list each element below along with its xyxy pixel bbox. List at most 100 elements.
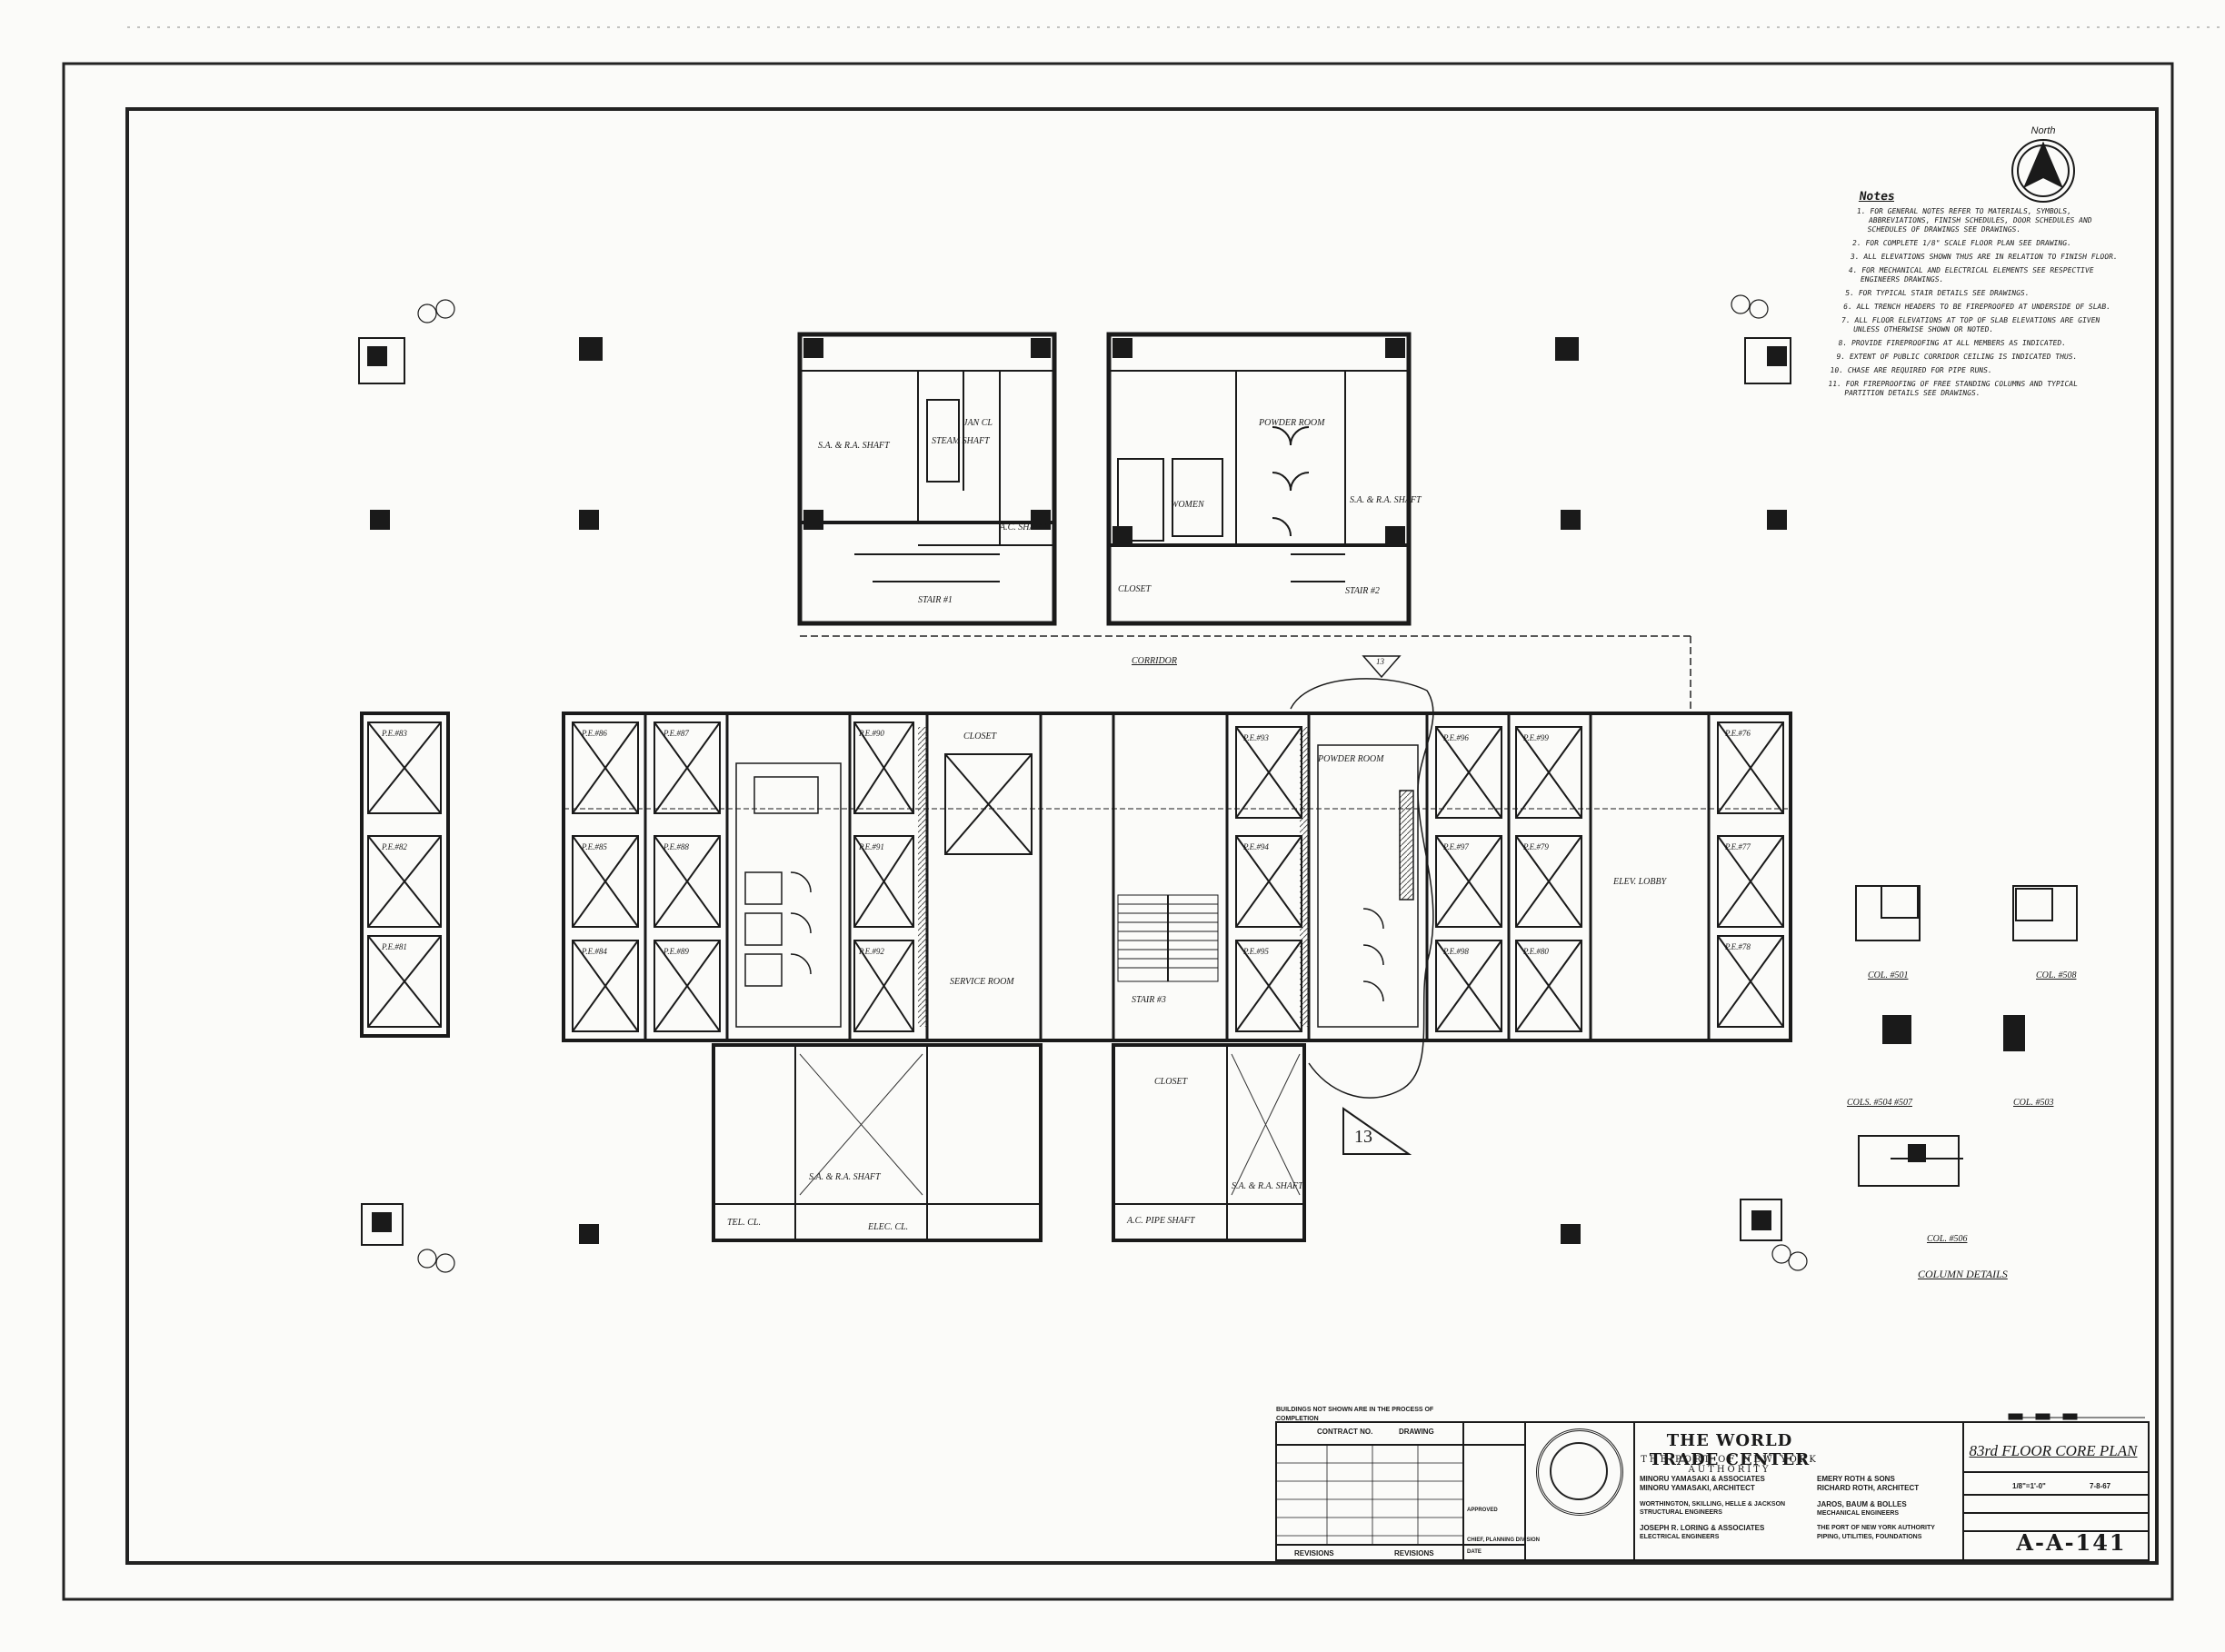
elevator-label: P.E.#81	[382, 942, 407, 951]
label-stair-1: STAIR #1	[918, 595, 953, 605]
main-core-outline	[562, 712, 1792, 1042]
note-item: ALL TRENCH HEADERS TO BE FIREPROOFED AT …	[1856, 303, 2117, 312]
note-item: CHASE ARE REQUIRED FOR PIPE RUNS.	[1847, 366, 2108, 375]
north-indicator: North	[2010, 125, 2076, 207]
elevator-label: P.E.#92	[859, 947, 884, 956]
label-column-details: COLUMN DETAILS	[1918, 1268, 2008, 1280]
general-notes: Notes FOR GENERAL NOTES REFER TO MATERIA…	[1831, 190, 2132, 403]
elevator-label: P.E.#82	[382, 842, 407, 851]
architect-seal	[1536, 1428, 1623, 1516]
elevator-boxes	[367, 722, 1784, 1032]
mechanical-engineer: JAROS, BAUM & BOLLES	[1817, 1500, 1907, 1508]
south-core-shafts-x	[799, 1053, 1301, 1196]
elevator-label: P.E.#88	[664, 842, 689, 851]
inner-border	[125, 107, 2159, 1565]
label-col-508: COL. #508	[2036, 970, 2077, 980]
note-item: FOR TYPICAL STAIR DETAILS SEE DRAWINGS.	[1858, 289, 2119, 298]
label-women: WOMEN	[1171, 500, 1204, 510]
elevator-label: P.E.#86	[582, 729, 607, 738]
elevator-label: P.E.#80	[1523, 947, 1549, 956]
column-details	[1855, 885, 2078, 1187]
label-powder-room-central: POWDER ROOM	[1318, 754, 1384, 764]
elevator-label: P.E.#89	[664, 947, 689, 956]
label-sa-ra-shaft-sw: S.A. & R.A. SHAFT	[809, 1172, 881, 1182]
label-elec-closet: ELEC. CL.	[868, 1222, 909, 1232]
note-item: FOR GENERAL NOTES REFER TO MATERIALS, SY…	[1867, 207, 2130, 234]
approved-label: APPROVED	[1467, 1508, 1498, 1513]
elevator-label: P.E.#97	[1443, 842, 1469, 851]
label-steam-shaft: STEAM SHAFT	[932, 436, 990, 446]
label-service-room: SERVICE ROOM	[950, 977, 1014, 987]
label-closet-south: CLOSET	[1154, 1077, 1188, 1087]
label-sa-ra-shaft-sc: S.A. & R.A. SHAFT	[1232, 1181, 1303, 1191]
date-label: DATE	[1467, 1549, 1482, 1555]
scale-value: 1/8"=1'-0"	[2012, 1482, 2046, 1490]
project-title: THE WORLD TRADE CENTER	[1649, 1431, 1811, 1469]
note-item: FOR MECHANICAL AND ELECTRICAL ELEMENTS S…	[1860, 266, 2122, 284]
elevator-label: P.E.#91	[859, 842, 884, 851]
west-toilet-stalls	[735, 762, 842, 1028]
elevator-label: P.E.#93	[1243, 733, 1269, 742]
electrical-engineer: JOSEPH R. LORING & ASSOCIATES	[1640, 1524, 1765, 1532]
central-toilet-stalls	[1317, 744, 1419, 1028]
label-ac-shaft: A.C. SHAFT	[1000, 522, 1046, 532]
title-block: BUILDINGS NOT SHOWN ARE IN THE PROCESS O…	[1276, 1407, 2149, 1560]
architect-2b: RICHARD ROTH, ARCHITECT	[1817, 1484, 1920, 1492]
label-tel-closet: TEL. CL.	[727, 1218, 761, 1228]
section-tag-bottom	[1342, 1107, 1412, 1155]
elevator-label: P.E.#77	[1725, 842, 1751, 851]
column-grid-bubbles	[417, 294, 1808, 1273]
label-col-503: COL. #503	[2013, 1098, 2054, 1108]
architect-seal-inner	[1550, 1442, 1608, 1500]
title-block-frame	[1275, 1421, 2150, 1561]
outer-border	[62, 62, 2174, 1601]
perimeter-columns	[358, 337, 1791, 1246]
left-elevator-bank-outline	[360, 712, 450, 1038]
label-janitor-closet: JAN CL	[963, 418, 993, 428]
elevator-label: P.E.#78	[1725, 942, 1751, 951]
sheet-number: A-A-141	[2016, 1529, 2127, 1556]
elevator-label: P.E.#94	[1243, 842, 1269, 851]
label-col-504-507: COLS. #504 #507	[1847, 1098, 1912, 1108]
architect-1: MINORU YAMASAKI & ASSOCIATES	[1640, 1475, 1765, 1483]
label-corridor: CORRIDOR	[1132, 656, 1177, 666]
note-item: PROVIDE FIREPROOFING AT ALL MEMBERS AS I…	[1851, 339, 2111, 348]
structural-engineer-b: STRUCTURAL ENGINEERS	[1640, 1509, 1722, 1516]
main-core-partitions	[644, 713, 1711, 1040]
label-stair-3: STAIR #3	[1132, 995, 1166, 1005]
note-item: ALL FLOOR ELEVATIONS AT TOP OF SLAB ELEV…	[1852, 316, 2115, 334]
north-arrow-icon	[2011, 139, 2075, 203]
architect-1b: MINORU YAMASAKI, ARCHITECT	[1640, 1484, 1755, 1492]
label-closet-north: CLOSET	[1118, 584, 1152, 594]
owner-name: THE PORT OF NEW YORK AUTHORITY	[1641, 1455, 1819, 1475]
label-closet-central: CLOSET	[963, 731, 997, 741]
chief-label: CHIEF, PLANNING DIVISION	[1467, 1538, 1541, 1543]
elevator-label: P.E.#85	[582, 842, 607, 851]
elevator-label: P.E.#90	[859, 729, 884, 738]
label-col-501: COL. #501	[1868, 970, 1909, 980]
contract-label: CONTRACT NO.	[1317, 1428, 1373, 1436]
label-ac-pipe-shaft: A.C. PIPE SHAFT	[1127, 1216, 1195, 1226]
utilities-engineer: THE PORT OF NEW YORK AUTHORITY	[1817, 1525, 1935, 1531]
drawing-label: DRAWING	[1399, 1428, 1434, 1436]
utilities-engineer-b: PIPING, UTILITIES, FOUNDATIONS	[1817, 1534, 1922, 1540]
drawing-title: 83rd FLOOR CORE PLAN	[1969, 1442, 2138, 1459]
revisions-label-2: REVISIONS	[1394, 1549, 1434, 1557]
hatched-shafts	[918, 727, 1309, 1027]
label-sa-ra-shaft-nw: S.A. & R.A. SHAFT	[818, 441, 890, 451]
notes-heading: Notes	[1858, 190, 1896, 204]
elevator-label: P.E.#87	[664, 729, 689, 738]
stair-3	[1117, 894, 1219, 982]
mechanical-engineer-b: MECHANICAL ENGINEERS	[1817, 1510, 1900, 1517]
label-powder-room-north: POWDER ROOM	[1259, 418, 1325, 428]
elevator-label: P.E.#99	[1523, 733, 1549, 742]
date-value: 7-8-67	[2090, 1482, 2111, 1490]
south-core	[712, 1043, 1306, 1242]
elevator-label: P.E.#96	[1443, 733, 1469, 742]
elevator-label: P.E.#98	[1443, 947, 1469, 956]
electrical-engineer-b: ELECTRICAL ENGINEERS	[1640, 1534, 1720, 1540]
elevator-label: P.E.#79	[1523, 842, 1549, 851]
notes-list: FOR GENERAL NOTES REFER TO MATERIALS, SY…	[1831, 207, 2130, 398]
completion-note: BUILDINGS NOT SHOWN ARE IN THE PROCESS O…	[1276, 1407, 1434, 1422]
